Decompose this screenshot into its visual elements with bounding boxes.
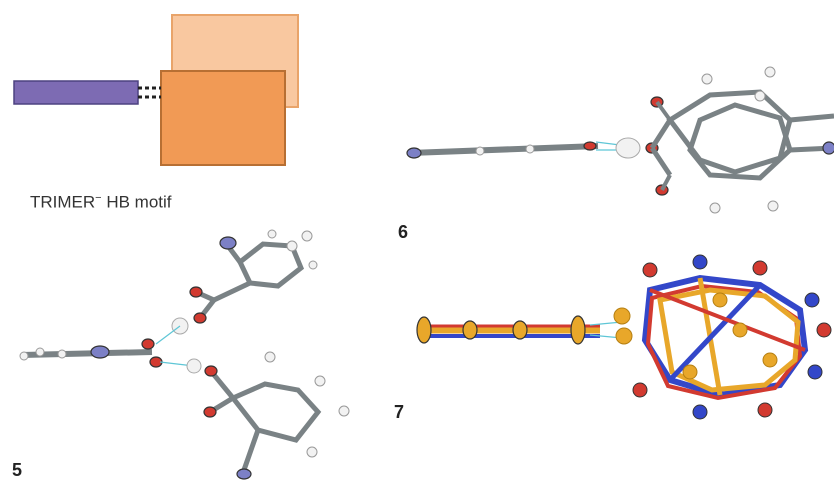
caption-rest: HB motif — [101, 192, 172, 212]
structure-5 — [19, 229, 350, 480]
front-box — [160, 70, 286, 166]
caption-main: TRIMER — [30, 192, 96, 212]
structure-7 — [416, 254, 832, 420]
structure-6 — [406, 66, 834, 214]
ring-5-bottom — [229, 381, 322, 443]
label-6: 6 — [398, 222, 409, 242]
purple-bar — [13, 80, 139, 105]
label-7: 7 — [394, 402, 405, 422]
label-5: 5 — [12, 460, 23, 480]
trimer-motif-schematic — [13, 14, 299, 166]
motif-caption: TRIMER− HB motif — [30, 192, 172, 213]
caption-superscript: − — [95, 192, 102, 204]
